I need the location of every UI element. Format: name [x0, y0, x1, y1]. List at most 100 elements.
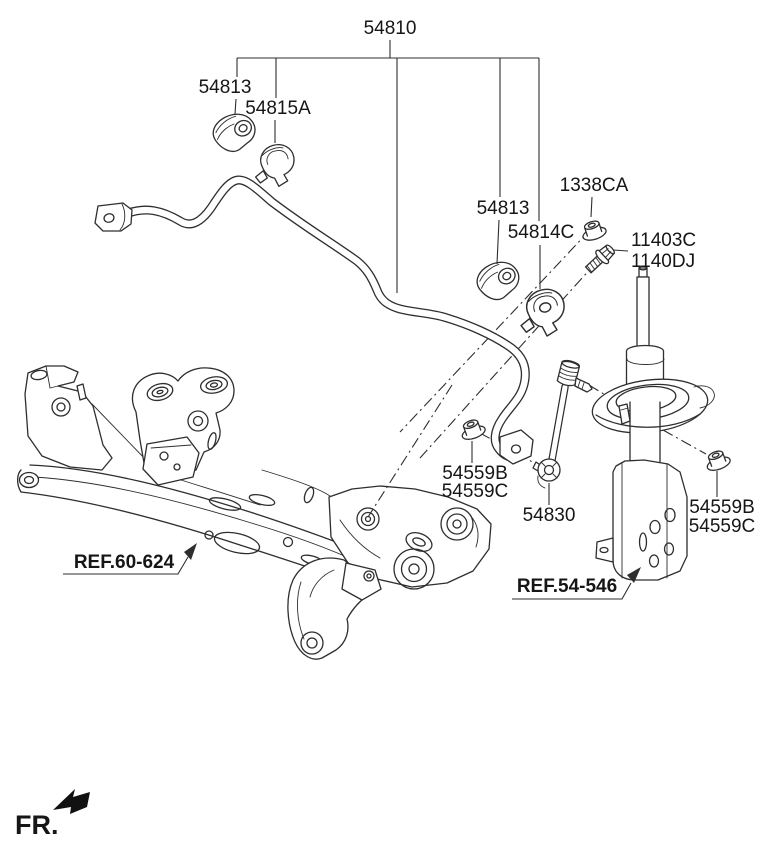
socket-collar	[537, 475, 546, 489]
front-bracket-bushing	[300, 631, 324, 655]
callout-1338CA: 1338CA	[560, 175, 629, 196]
seat-front-rim	[595, 413, 701, 428]
mount-swirl-2	[199, 376, 229, 394]
left-tower-fold	[45, 365, 59, 389]
bolt-head-top	[605, 244, 615, 255]
leader-54813-mid	[496, 58, 501, 265]
bar-fill	[122, 176, 529, 461]
beam-contour	[33, 476, 359, 563]
bushing-rib-1	[479, 263, 500, 282]
link-lower-socket-core	[543, 464, 555, 476]
leader-1338CA	[590, 196, 593, 218]
bracket-ear	[595, 537, 614, 563]
leader-54813-left	[234, 58, 238, 115]
bar-left-eye-hole	[103, 213, 115, 223]
mount-slot	[207, 432, 217, 450]
callout-54810: 54810	[364, 18, 417, 39]
axis-strut-nut	[662, 429, 707, 455]
mount-swirl-1	[146, 382, 174, 402]
callout-54559B-left: 54559B	[442, 463, 508, 484]
reference-strut: REF.54-546	[512, 567, 641, 600]
ref-strut-pointer	[512, 582, 632, 600]
plate-slot-boss	[405, 531, 433, 553]
callout-54815A: 54815A	[245, 98, 311, 119]
callout-54559C-right: 54559C	[689, 516, 756, 537]
bushing-bore-hole	[238, 123, 248, 133]
ref-strut-label: REF.54-546	[517, 576, 617, 597]
mount-swirl-1-inner	[151, 386, 169, 398]
bushing-54813-left	[212, 113, 256, 153]
callout-11403C: 11403C	[631, 230, 696, 251]
ref-crossmember-arrowhead	[184, 543, 197, 560]
stud-threads	[577, 380, 585, 390]
callouts: 54810 54813 54815A 54813 54814C 1338CA 1…	[199, 18, 756, 537]
bushing-rib-2	[481, 271, 499, 289]
link-rod-fill	[549, 384, 568, 463]
plate-contour-1	[339, 519, 381, 559]
plate-contour-2	[469, 514, 479, 548]
bar-left-eye-fold	[119, 203, 126, 231]
cap-ring	[626, 358, 665, 365]
ref-crossmember-pointer	[63, 556, 189, 575]
nut-top	[462, 419, 479, 430]
left-tower	[24, 365, 113, 471]
front-bracket-contour-1	[297, 581, 305, 640]
bushing-rib-1	[215, 115, 237, 133]
bolt-11403C	[584, 244, 615, 274]
mount-plate-hole-2	[173, 463, 181, 471]
nut-1338CA	[582, 220, 607, 241]
piston-rod	[636, 276, 650, 349]
clamp-bushing-hole	[538, 302, 552, 313]
reference-crossmember: REF.60-624	[63, 543, 197, 575]
beam-left-bushing	[18, 471, 40, 489]
front-direction-label: FR.	[15, 810, 59, 840]
nut-hole	[711, 452, 720, 458]
bracket-ear-slot	[599, 546, 609, 554]
callout-54830: 54830	[523, 505, 576, 526]
bracket-slot	[638, 532, 648, 552]
seat-clip-line	[620, 407, 629, 411]
callout-54559C-left: 54559C	[442, 481, 509, 502]
bushing-body	[212, 113, 256, 153]
leader-54814C	[538, 58, 541, 289]
socket-spokes	[540, 461, 558, 479]
front-bracket-bushing-hole	[306, 637, 318, 649]
clamp-54815A	[254, 144, 295, 187]
bolt-threads	[586, 256, 601, 273]
plate-bushing-2	[393, 548, 435, 590]
mount-plate	[142, 436, 200, 486]
plate-bushing-1-ring	[446, 513, 468, 535]
axis-link-lower	[479, 432, 537, 465]
gusset-line	[91, 403, 149, 463]
plate-bushing-1	[440, 507, 474, 541]
plate-bushing-2-hole	[408, 563, 420, 575]
bushing-rib-2	[216, 123, 235, 141]
plate-bushing-1-hole	[452, 519, 462, 529]
callout-54814C: 54814C	[508, 222, 575, 243]
callout-54813-left: 54813	[199, 77, 252, 98]
callout-54813-mid: 54813	[477, 198, 530, 219]
nut-top	[707, 450, 724, 461]
leader-lines	[234, 40, 718, 505]
web-slot	[303, 486, 315, 504]
socket-top	[561, 359, 581, 369]
bushing-54813-mid	[476, 261, 520, 301]
clamp-bolt-boss-ring	[360, 511, 376, 527]
beam-hole-1	[204, 530, 214, 540]
bracket-hole-3	[648, 554, 660, 568]
clamp-inner-arc	[533, 295, 558, 312]
nut-hole	[466, 421, 475, 427]
nut-54559-right	[706, 450, 731, 471]
plate-bushing-2-ring	[400, 555, 428, 583]
bracket-hole-2	[664, 507, 676, 523]
left-tower-ring	[51, 397, 71, 417]
plate-slot-boss-hole	[412, 537, 426, 547]
bar-end-bracket	[499, 429, 534, 465]
stabilizer-link-drawing	[532, 359, 593, 489]
clamp-rib	[528, 292, 553, 303]
beam-slot-1	[208, 497, 242, 511]
strut-drawing	[591, 265, 715, 581]
bushing-bore-hole	[502, 271, 512, 281]
